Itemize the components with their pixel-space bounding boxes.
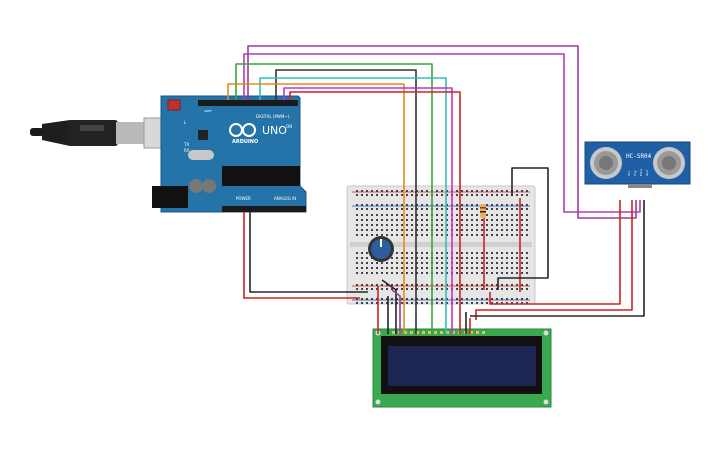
wire-purple-trig: [247, 45, 637, 219]
wire-dark-top: [275, 69, 417, 334]
power-jack: [152, 186, 188, 208]
board-model: UNO: [262, 124, 287, 137]
sensor-pin-vcc: Vcc: [627, 170, 631, 176]
analog-label: ANALOG IN: [274, 196, 296, 201]
wire-cyan: [259, 77, 447, 334]
wire-red-top: [289, 91, 461, 334]
tx-label: TX: [183, 142, 189, 147]
wire-purple-echo: [243, 53, 641, 213]
analog-header: [270, 206, 306, 212]
sensor-pin-gnd: Gnd: [645, 170, 649, 176]
arduino-logo-icon: [229, 123, 256, 137]
microcontroller-chip: [222, 166, 300, 186]
wire-red-sensor-vcc: [475, 200, 633, 320]
potentiometer-icon[interactable]: [368, 236, 394, 262]
wire-green: [235, 63, 433, 334]
sensor-pin-echo: Echo: [639, 169, 643, 176]
power-label: POWER: [236, 196, 251, 201]
sensor-model: HC-SR04: [626, 153, 652, 160]
reset-button-icon[interactable]: [167, 99, 181, 111]
wires: [227, 45, 645, 334]
board-brand: ARDUINO: [232, 139, 258, 145]
wire-magenta: [283, 87, 453, 334]
usb-cable-icon: [30, 117, 165, 149]
wire-orange: [227, 83, 405, 334]
aref-label: AREF: [204, 109, 212, 113]
digital-header: [198, 100, 298, 106]
resistor: [480, 204, 486, 218]
wire-black-jumper: [497, 167, 549, 290]
lcd-display: [372, 328, 552, 408]
breadboard: [346, 185, 536, 305]
arduino-uno-board: UNO ARDUINO DIGITAL (PWM~) POWER ANALOG …: [152, 95, 307, 213]
digital-label: DIGITAL (PWM~): [256, 114, 290, 119]
lcd-screen: [388, 346, 536, 386]
rx-label: RX: [184, 148, 190, 153]
sensor-pin-trig: Trig: [633, 171, 637, 177]
wire-black-sensor-gnd: [470, 200, 645, 317]
ultrasonic-sensor: HC-SR04 Vcc Trig Echo Gnd: [584, 141, 691, 188]
power-header: [222, 206, 272, 212]
l-label: L: [184, 120, 187, 125]
wire-red-5v: [243, 212, 360, 299]
wire-black-gnd: [249, 212, 368, 293]
on-label: ON: [286, 124, 292, 129]
